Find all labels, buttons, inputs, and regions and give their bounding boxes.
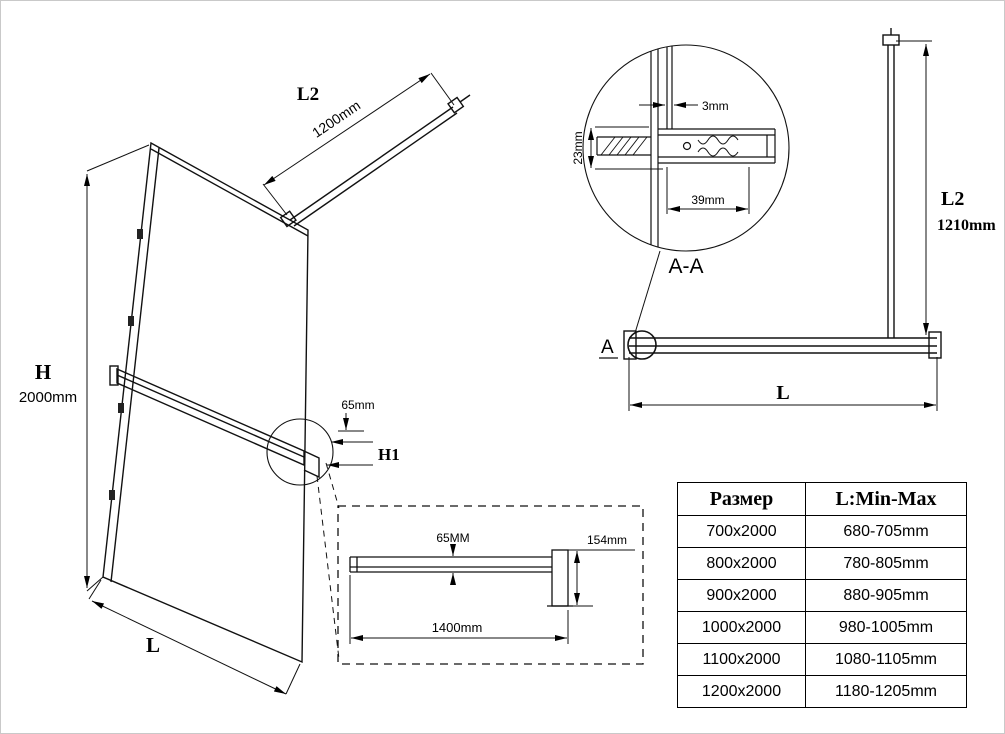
side-view (599, 28, 942, 360)
l-dimension-label: L (146, 633, 160, 657)
shelf-detail-drawing (349, 549, 573, 607)
shelf-detail-circle (266, 418, 334, 486)
size-cell: 1100x2000 (677, 643, 806, 676)
aa-width-value: 39mm (691, 193, 724, 207)
side-l-label: L (776, 382, 789, 404)
shelf-height-value: 65mm (341, 398, 374, 412)
size-table: Размер L:Min-Max 700x2000 680-705mm 800x… (677, 482, 967, 708)
h-dimension-label: H (35, 360, 51, 384)
glass-panel (102, 141, 309, 664)
side-view-dimensions (628, 40, 938, 411)
size-cell: 700x2000 (677, 515, 806, 548)
size-table-header-range: L:Min-Max (805, 482, 967, 516)
table-row: 700x2000 680-705mm (677, 515, 967, 548)
table-row: 800x2000 780-805mm (677, 547, 967, 580)
table-row: 1000x2000 980-1005mm (677, 611, 967, 644)
isometric-dimensions (84, 72, 455, 695)
support-bar (279, 94, 471, 228)
size-cell: 1000x2000 (677, 611, 806, 644)
h-dimension-value: 2000mm (19, 389, 77, 406)
range-cell: 880-905mm (805, 579, 967, 612)
section-aa-title: A-A (668, 255, 703, 278)
size-cell: 800x2000 (677, 547, 806, 580)
shelf-detail-dimensions (349, 544, 635, 644)
table-row: 1200x2000 1180-1205mm (677, 675, 967, 708)
range-cell: 680-705mm (805, 515, 967, 548)
table-row: 900x2000 880-905mm (677, 579, 967, 612)
section-aa-circle (582, 44, 790, 252)
side-l2-label: L2 (941, 188, 964, 210)
a-detail-circle (627, 330, 657, 360)
a-marker-label: A (601, 337, 614, 358)
l2-dimension-label: L2 (297, 84, 319, 105)
range-cell: 1180-1205mm (805, 675, 967, 708)
h1-label: H1 (378, 445, 400, 464)
aa-depth-value: 23mm (571, 131, 585, 164)
aa-gap-value: 3mm (702, 99, 729, 113)
shelf-bar-height-value: 65MM (436, 531, 469, 545)
range-cell: 1080-1105mm (805, 643, 967, 676)
size-cell: 1200x2000 (677, 675, 806, 708)
size-table-header-row: Размер L:Min-Max (677, 482, 967, 516)
wall-brackets (109, 229, 143, 500)
table-row: 1100x2000 1080-1105mm (677, 643, 967, 676)
section-aa-contents (588, 46, 776, 250)
shelf-detail-box (337, 505, 644, 665)
shelf-bracket-height-value: 154mm (587, 533, 627, 547)
detail-leader-lines (316, 462, 340, 660)
range-cell: 780-805mm (805, 547, 967, 580)
size-table-header-size: Размер (677, 482, 806, 516)
side-l2-value: 1210mm (937, 217, 996, 234)
isometric-view (102, 94, 471, 664)
shelf-bar-length-value: 1400mm (432, 620, 483, 635)
range-cell: 980-1005mm (805, 611, 967, 644)
size-cell: 900x2000 (677, 579, 806, 612)
shelf-bar (109, 365, 320, 479)
